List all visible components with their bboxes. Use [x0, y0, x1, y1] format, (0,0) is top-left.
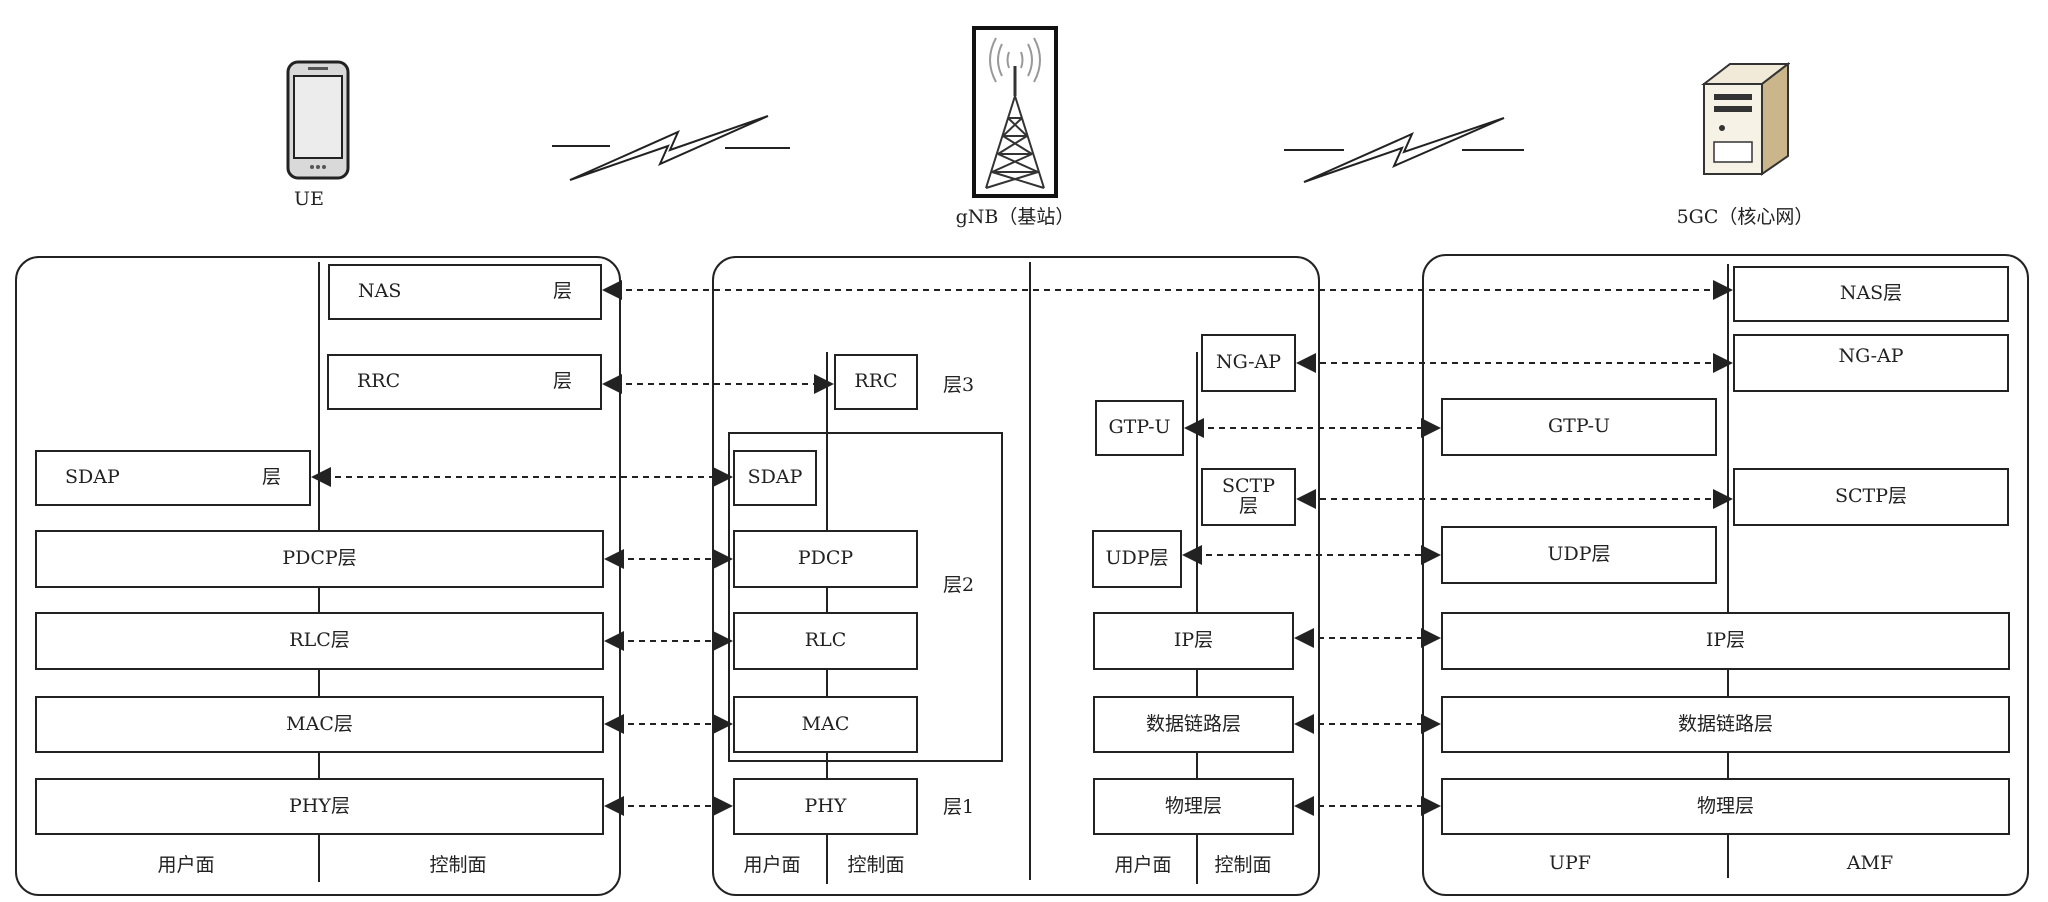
gnb-gtpu-layer: GTP-U [1095, 400, 1184, 456]
amf-label: AMF [1846, 852, 1894, 874]
ue-mac-layer: MAC层 [35, 696, 604, 753]
ue-panel [15, 256, 621, 896]
ue-user-plane-label: 用户面 [157, 854, 215, 876]
ue-phy-layer: PHY层 [35, 778, 604, 835]
ue-label: UE [294, 188, 324, 210]
wireless-link-icon [552, 115, 790, 181]
gnb-udp-layer: UDP层 [1092, 530, 1182, 588]
ue-sdap-layer: SDAP 层 [35, 450, 311, 506]
gnb-label: gNB（基站） [955, 206, 1075, 228]
gnb-rlc-layer: RLC [733, 612, 918, 670]
gnb-phy-layer: PHY [733, 778, 918, 835]
ue-rlc-layer: RLC层 [35, 612, 604, 670]
ue-control-plane-label: 控制面 [429, 854, 487, 876]
ue-rrc-layer: RRC 层 [327, 354, 602, 410]
layer1-label: 层1 [943, 796, 975, 818]
core-datalink-layer: 数据链路层 [1441, 696, 2010, 753]
core-udp-layer: UDP层 [1441, 526, 1717, 584]
core-physical-layer: 物理层 [1441, 778, 2010, 835]
core-panel [1422, 254, 2029, 896]
gnb-ng-control-plane-label: 控制面 [1214, 854, 1272, 876]
phone-icon [286, 60, 350, 180]
core-ngap-layer: NG-AP [1733, 334, 2009, 392]
gnb-center-divider [1029, 262, 1031, 880]
gnb-rrc-layer: RRC [834, 354, 918, 410]
gnb-physical-layer: 物理层 [1093, 778, 1294, 835]
ue-pdcp-layer: PDCP层 [35, 530, 604, 588]
gnb-ng-user-plane-label: 用户面 [1114, 854, 1172, 876]
core-plane-divider [1727, 264, 1729, 878]
layer2-frame [728, 432, 1003, 762]
gnb-sctp-layer: SCTP 层 [1201, 468, 1296, 526]
gnb-ran-user-plane-label: 用户面 [743, 854, 801, 876]
base-station-tower-icon [972, 26, 1058, 198]
gnb-sdap-layer: SDAP [733, 450, 817, 506]
layer2-label: 层2 [943, 574, 975, 596]
core-ip-layer: IP层 [1441, 612, 2010, 670]
gnb-ran-control-plane-label: 控制面 [847, 854, 905, 876]
core-nas-layer: NAS层 [1733, 266, 2009, 322]
gnb-pdcp-layer: PDCP [733, 530, 918, 588]
upf-label: UPF [1549, 852, 1591, 874]
gnb-datalink-layer: 数据链路层 [1093, 696, 1294, 753]
ue-nas-layer: NAS 层 [328, 264, 602, 320]
core-label: 5GC（核心网） [1676, 206, 1814, 228]
layer3-label: 层3 [943, 374, 975, 396]
server-icon [1701, 61, 1790, 176]
wireless-link-icon-2 [1284, 117, 1524, 183]
gnb-ip-layer: IP层 [1093, 612, 1294, 670]
gnb-panel [712, 256, 1320, 896]
gnb-ngap-layer: NG-AP [1201, 334, 1296, 392]
gnb-mac-layer: MAC [733, 696, 918, 753]
core-sctp-layer: SCTP层 [1733, 468, 2009, 526]
core-gtpu-layer: GTP-U [1441, 398, 1717, 456]
